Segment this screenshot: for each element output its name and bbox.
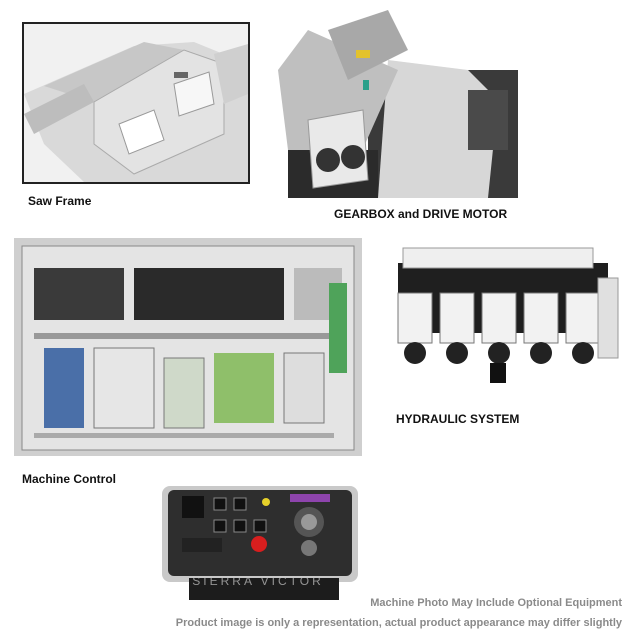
saw-frame-photo xyxy=(22,22,250,184)
hydraulic-caption: HYDRAULIC SYSTEM xyxy=(396,412,520,426)
gearbox-caption: GEARBOX and DRIVE MOTOR xyxy=(334,207,508,221)
machine-control-photo xyxy=(14,238,362,456)
hydraulic-system-photo xyxy=(378,238,622,398)
footnote-representation: Product image is only a representation, … xyxy=(175,617,622,629)
saw-frame-caption: Saw Frame xyxy=(28,194,92,208)
watermark-text: SIERRA VICTOR xyxy=(192,574,324,588)
operator-console-photo: SIERRA VICTOR xyxy=(154,482,362,606)
machine-control-caption: Machine Control xyxy=(22,472,117,486)
gearbox-drive-motor-photo xyxy=(268,10,518,198)
footnote-optional-equipment: Machine Photo May Include Optional Equip… xyxy=(370,597,622,609)
